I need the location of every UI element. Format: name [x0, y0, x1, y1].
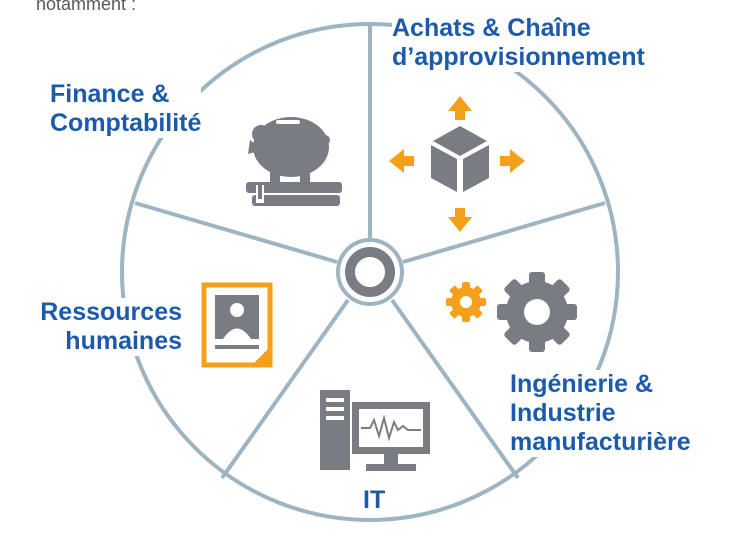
segment-label-rh: Ressources humaines — [16, 298, 182, 356]
segment-label-line: Industrie — [510, 399, 616, 427]
segment-label-line: Achats & Chaîne — [392, 14, 591, 42]
gears-icon — [446, 272, 577, 352]
spoke-upper-right — [402, 201, 606, 264]
segment-label-line: manufacturière — [510, 428, 691, 456]
segment-label-ingenierie: Ingénierie & Industrie manufacturière — [510, 370, 691, 457]
segment-label-line: Finance & — [50, 80, 170, 108]
segment-label-line: Comptabilité — [50, 109, 202, 137]
hub-donut — [345, 247, 395, 297]
segment-label-it: IT — [357, 486, 392, 515]
segment-label-line: humaines — [65, 327, 182, 355]
intro-text: notamment : — [36, 0, 137, 14]
person-document-icon — [201, 282, 273, 368]
segment-label-line: Ressources — [40, 298, 182, 326]
segment-label-line: Ingénierie & — [510, 370, 654, 398]
segment-label-line: IT — [363, 486, 386, 514]
box-arrows-icon — [389, 96, 525, 232]
spoke-upper-left — [134, 201, 338, 264]
spoke-lower-right — [390, 298, 520, 480]
segment-label-finance: Finance & Comptabilité — [50, 80, 202, 138]
segment-label-achats: Achats & Chaîne d’approvisionnement — [392, 14, 645, 72]
segment-label-line: d’approvisionnement — [392, 43, 645, 71]
computer-monitor-icon — [320, 390, 430, 471]
piggy-bank-icon — [246, 117, 342, 206]
spoke-lower-left — [220, 298, 350, 480]
